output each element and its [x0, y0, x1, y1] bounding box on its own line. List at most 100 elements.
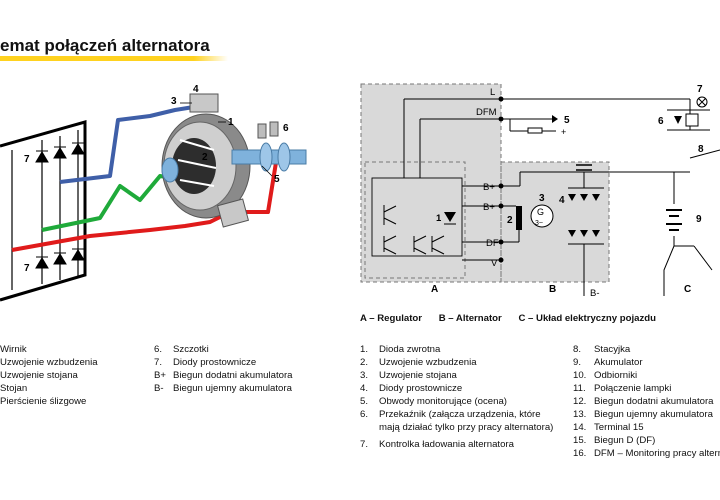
legend-item: 7.Diody prostownicze — [154, 356, 344, 369]
callout-6: 6 — [283, 123, 289, 134]
callout-5: 5 — [274, 174, 280, 185]
legend-item: 12.Biegun dodatni akumulatora — [573, 395, 720, 408]
diode-symbol — [53, 252, 67, 265]
alternator-schematic: 1 L DFM 5 + B+ B+ 2 DF — [360, 83, 720, 299]
callout-4: 4 — [193, 84, 199, 95]
label-1: 1 — [436, 213, 442, 224]
node — [498, 96, 504, 102]
legend-key: 5. — [360, 396, 369, 407]
generator-symbol — [530, 204, 554, 228]
brush — [269, 121, 279, 137]
legend-value: Biegun D (DF) — [594, 435, 656, 446]
legend-item: 16. DFM – Monitoring pracy alternatora — [573, 447, 720, 460]
terminal-block-top — [189, 93, 219, 113]
generator-phase: 3~ — [535, 220, 543, 227]
legend-value: Stojan — [0, 383, 28, 394]
legend-left-b: 6.Szczotki 7.Diody prostownicze B+ Biegun… — [154, 343, 344, 395]
caption-vehicle: C – Układ elektryczny pojazdu — [518, 313, 657, 324]
rectifier-diodes-upper — [568, 194, 600, 201]
legend-key: 2. — [360, 357, 369, 368]
legend-key: B+ — [154, 370, 167, 381]
brush — [257, 123, 267, 139]
negative-wire — [59, 104, 201, 184]
diode-symbol — [53, 146, 67, 159]
legend-key: 6. — [360, 409, 369, 420]
label-9: 9 — [696, 214, 702, 225]
legend-left-a: Wirnik Uzwojenie wzbudzenia Uzwojenie st… — [0, 343, 150, 408]
legend-key: 8. — [573, 344, 582, 355]
legend-key: 15. — [573, 435, 587, 446]
wire-ground-vehicle — [663, 236, 713, 296]
legend-value: Pierścienie ślizgowe — [0, 396, 87, 407]
zone-label-C: C — [684, 284, 691, 295]
rectifier-diodes-lower — [568, 230, 600, 237]
legend-item: 3.Uzwojenie stojana — [360, 369, 556, 382]
legend-key: 11. — [573, 383, 586, 394]
transistor-symbol — [431, 235, 445, 255]
legend-item: 10.Odbiorniki — [573, 369, 720, 382]
legend-key: 4. — [360, 383, 369, 394]
legend-value: Uzwojenie wzbudzenia — [0, 357, 98, 368]
label-8: 8 — [698, 144, 704, 155]
caption-alternator: B – Alternator — [438, 313, 502, 324]
legend-item: Uzwojenie stojana — [0, 369, 150, 382]
legend-right-b: 8.Stacyjka 9.Akumulator 10.Odbiorniki 11… — [573, 343, 720, 460]
callout-3: 3 — [171, 96, 177, 107]
legend-value: Uzwojenie stojana — [0, 370, 78, 381]
legend-value: DFM – Monitoring pracy alternatora — [594, 448, 720, 459]
freewheel-diode — [444, 212, 456, 222]
legend-key: 7. — [154, 357, 163, 368]
legend-value: Obwody monitorujące (ocena) — [379, 396, 507, 407]
node — [498, 183, 504, 189]
legend-item: 6.Szczotki — [154, 343, 344, 356]
legend-item: 4.Diody prostownicze — [360, 382, 556, 395]
terminal-DFM: DFM — [476, 107, 497, 118]
zone-label-A: A — [431, 284, 438, 295]
generator-label: G — [537, 207, 544, 217]
terminal-Bplus-2: B+ — [483, 202, 495, 213]
legend-value: Biegun dodatni akumulatora — [594, 396, 714, 407]
terminal-block-bottom — [216, 198, 250, 228]
node — [498, 203, 504, 209]
legend-value: Biegun ujemny akumulatora — [173, 383, 292, 394]
slip-ring — [277, 142, 291, 172]
legend-key: 13. — [573, 409, 587, 420]
schematic-caption: A – Regulator B – Alternator C – Układ e… — [360, 313, 670, 324]
legend-item: 8.Stacyjka — [573, 343, 720, 356]
field-winding-lines — [177, 139, 217, 187]
alternator-illustration: 7 7 3 4 1 2 5 6 — [0, 84, 307, 302]
legend-item: 5. Obwody monitorujące (ocena) — [360, 395, 556, 408]
callout-7-lower: 7 — [24, 263, 30, 274]
node — [498, 116, 504, 122]
legend-item: 9.Akumulator — [573, 356, 720, 369]
legend-item: Wirnik — [0, 343, 150, 356]
label-2: 2 — [507, 215, 513, 226]
terminal-Bminus: B- — [590, 288, 600, 299]
plus-sign: + — [561, 127, 566, 137]
legend-key: 16. — [573, 448, 587, 459]
legend-item: Uzwojenie wzbudzenia — [0, 356, 150, 369]
legend-value: Biegun dodatni akumulatora — [173, 370, 293, 381]
label-4: 4 — [559, 195, 565, 206]
shaft-end — [161, 157, 179, 183]
callout-2: 2 — [202, 152, 208, 163]
terminal-DF: DF — [486, 238, 499, 249]
legend-value: Akumulator — [594, 357, 643, 368]
zone-inner-border — [364, 161, 466, 279]
label-3: 3 — [539, 193, 545, 204]
caption-regulator: A – Regulator — [360, 313, 423, 324]
relay-coil — [685, 113, 699, 127]
transistor-symbol — [383, 235, 397, 255]
legend-item: B-Biegun ujemny akumulatora — [154, 382, 344, 395]
legend-item: 13.Biegun ujemny akumulatora — [573, 408, 720, 421]
relay-diode — [674, 116, 682, 124]
legend-item: Pierścienie ślizgowe — [0, 395, 150, 408]
legend-key: 1. — [360, 344, 369, 355]
legend-item: 11.Połączenie lampki — [573, 382, 720, 395]
legend-value: Uzwojenie stojana — [379, 370, 457, 381]
legend-value: Wirnik — [0, 344, 27, 355]
legend-item: 15. Biegun D (DF) — [573, 434, 720, 447]
legend-key: 10. — [573, 370, 587, 381]
zone-alternator-border — [500, 161, 610, 283]
legend-value: Szczotki — [173, 344, 209, 355]
